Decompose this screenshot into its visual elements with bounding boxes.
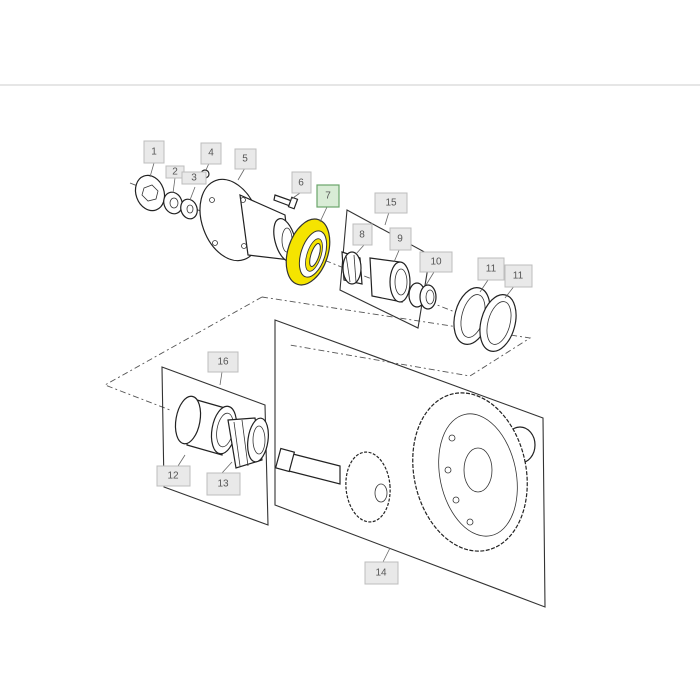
svg-text:2: 2 bbox=[172, 167, 178, 178]
callout-16[interactable]: 16 bbox=[207, 351, 239, 373]
part-10-spacer bbox=[408, 282, 437, 310]
callout-12[interactable]: 12 bbox=[156, 465, 191, 487]
part-1-lock-washer bbox=[134, 174, 166, 212]
svg-text:1: 1 bbox=[151, 147, 157, 158]
assembly-dashed-outline-upper bbox=[103, 296, 263, 411]
callout-9[interactable]: 9 bbox=[389, 227, 412, 251]
callout-2[interactable]: 2 bbox=[165, 165, 185, 179]
callout-5[interactable]: 5 bbox=[234, 148, 257, 170]
svg-text:4: 4 bbox=[208, 148, 214, 159]
part-14-ring-and-pinion bbox=[274, 392, 536, 552]
kit-16-frame bbox=[161, 366, 269, 526]
svg-text:16: 16 bbox=[217, 357, 229, 368]
callout-6[interactable]: 6 bbox=[291, 171, 312, 194]
svg-text:14: 14 bbox=[375, 568, 387, 579]
svg-text:8: 8 bbox=[359, 230, 365, 241]
svg-text:6: 6 bbox=[298, 178, 304, 189]
gear-set-14-frame bbox=[274, 319, 546, 608]
svg-text:9: 9 bbox=[397, 234, 403, 245]
part-9-bearing-cup bbox=[369, 257, 411, 303]
callout-1[interactable]: 1 bbox=[143, 140, 165, 164]
svg-text:7: 7 bbox=[325, 191, 331, 202]
callout-11b[interactable]: 11 bbox=[504, 264, 533, 288]
svg-text:11: 11 bbox=[486, 264, 497, 275]
part-11-shims bbox=[453, 287, 517, 352]
leader-lines bbox=[149, 160, 516, 563]
callout-15[interactable]: 15 bbox=[374, 192, 408, 214]
callout-13[interactable]: 13 bbox=[206, 472, 241, 496]
part-13-bearing-cone bbox=[227, 417, 269, 469]
part-5-flange-hub bbox=[199, 178, 297, 263]
svg-text:11: 11 bbox=[513, 271, 524, 282]
svg-text:13: 13 bbox=[217, 479, 229, 490]
part-12-bearing-cup bbox=[174, 395, 238, 456]
callout-14[interactable]: 14 bbox=[364, 561, 399, 585]
svg-text:5: 5 bbox=[242, 154, 248, 165]
part-2-nut bbox=[163, 191, 183, 215]
callout-3[interactable]: 3 bbox=[181, 171, 207, 185]
svg-text:15: 15 bbox=[385, 198, 397, 209]
callout-10[interactable]: 10 bbox=[419, 251, 453, 273]
part-6-bolt bbox=[273, 194, 299, 210]
header-divider bbox=[0, 84, 700, 86]
part-8-bearing-cone bbox=[341, 251, 363, 285]
callout-4[interactable]: 4 bbox=[200, 142, 222, 165]
svg-text:3: 3 bbox=[191, 173, 197, 184]
part-3-washer bbox=[180, 198, 198, 220]
svg-text:12: 12 bbox=[167, 471, 179, 482]
svg-text:10: 10 bbox=[430, 257, 442, 268]
callout-8[interactable]: 8 bbox=[352, 223, 373, 246]
part-7-seal-highlighted[interactable] bbox=[278, 213, 337, 290]
callout-7-selected[interactable]: 7 bbox=[316, 184, 340, 208]
callout-11a[interactable]: 11 bbox=[477, 257, 505, 281]
